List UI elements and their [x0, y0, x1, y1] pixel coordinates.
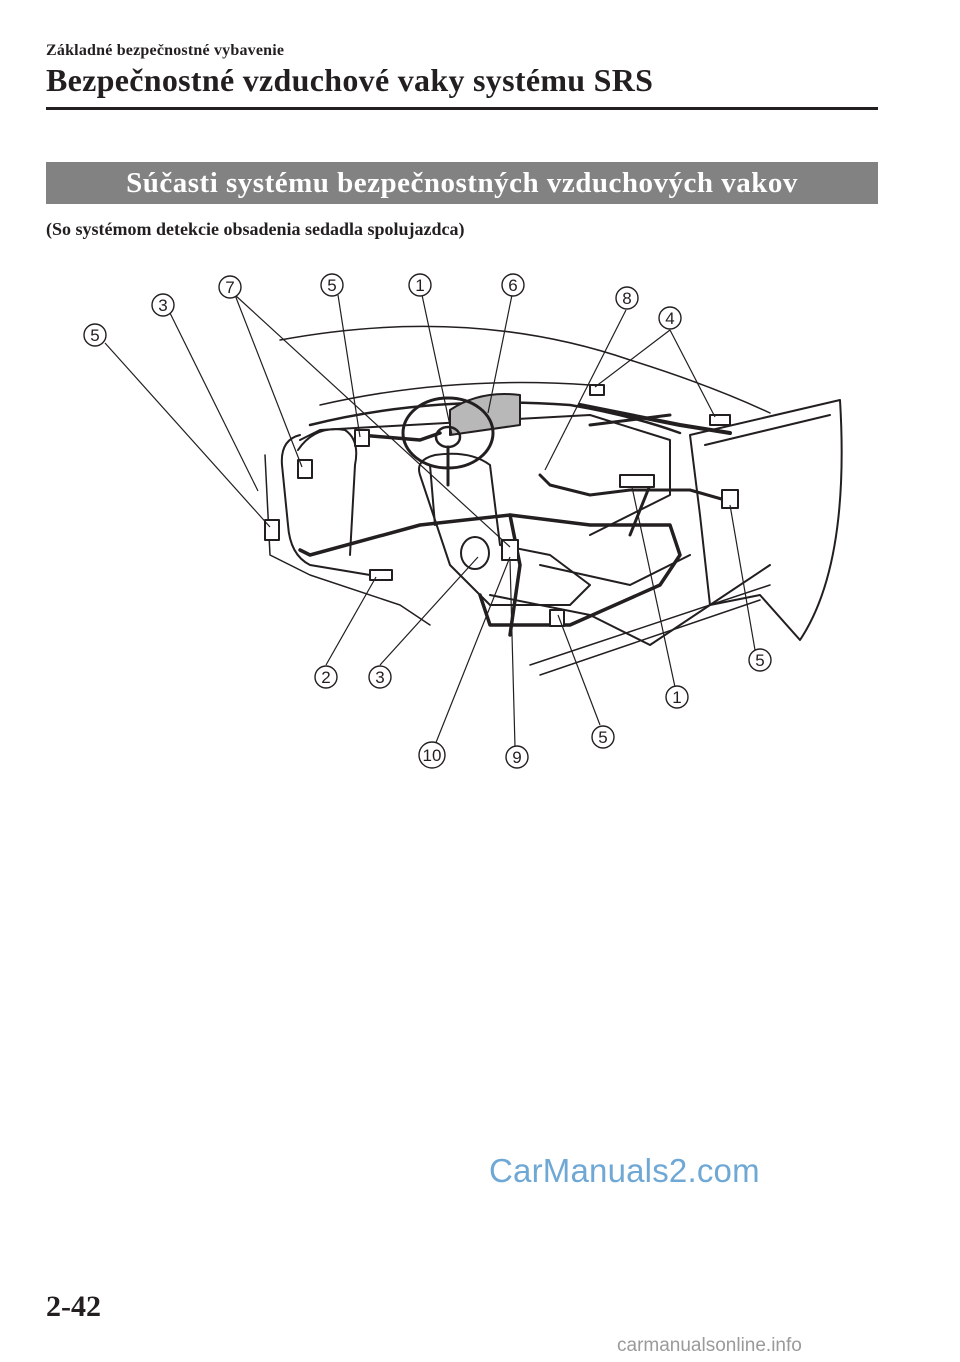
callout-1-bottom: 1 [672, 688, 681, 707]
callout-5-left: 5 [90, 326, 99, 345]
footer-site-link[interactable]: carmanualsonline.info [617, 1335, 802, 1356]
callout-8: 8 [622, 289, 631, 308]
callout-7: 7 [225, 278, 234, 297]
section-label: Základné bezpečnostné vybavenie [46, 42, 285, 59]
callout-10: 10 [423, 746, 442, 765]
airbag-components-diagram: 5 3 7 5 1 6 8 4 2 3 10 9 5 1 5 [70, 265, 870, 775]
callout-5-right: 5 [755, 651, 764, 670]
callout-3-bottom: 3 [375, 668, 384, 687]
callout-3-top: 3 [158, 296, 167, 315]
vehicle-interior-illustration: 5 3 7 5 1 6 8 4 2 3 10 9 5 1 5 [83, 273, 843, 769]
watermark-logo: CarManuals2.com [489, 1152, 760, 1189]
callout-5-bottom: 5 [598, 728, 607, 747]
callout-5-top: 5 [327, 276, 336, 295]
callout-6: 6 [508, 276, 517, 295]
diagram-subtitle: (So systémom detekcie obsadenia sedadla … [46, 219, 465, 239]
title-divider [46, 107, 878, 110]
callout-1-top: 1 [415, 276, 424, 295]
callout-4: 4 [665, 309, 674, 328]
section-banner: Súčasti systému bezpečnostných vzduchový… [46, 162, 878, 204]
callout-2: 2 [321, 668, 330, 687]
callout-9: 9 [512, 748, 521, 767]
page-title: Bezpečnostné vzduchové vaky systému SRS [46, 62, 654, 98]
page-number: 2-42 [46, 1290, 101, 1323]
